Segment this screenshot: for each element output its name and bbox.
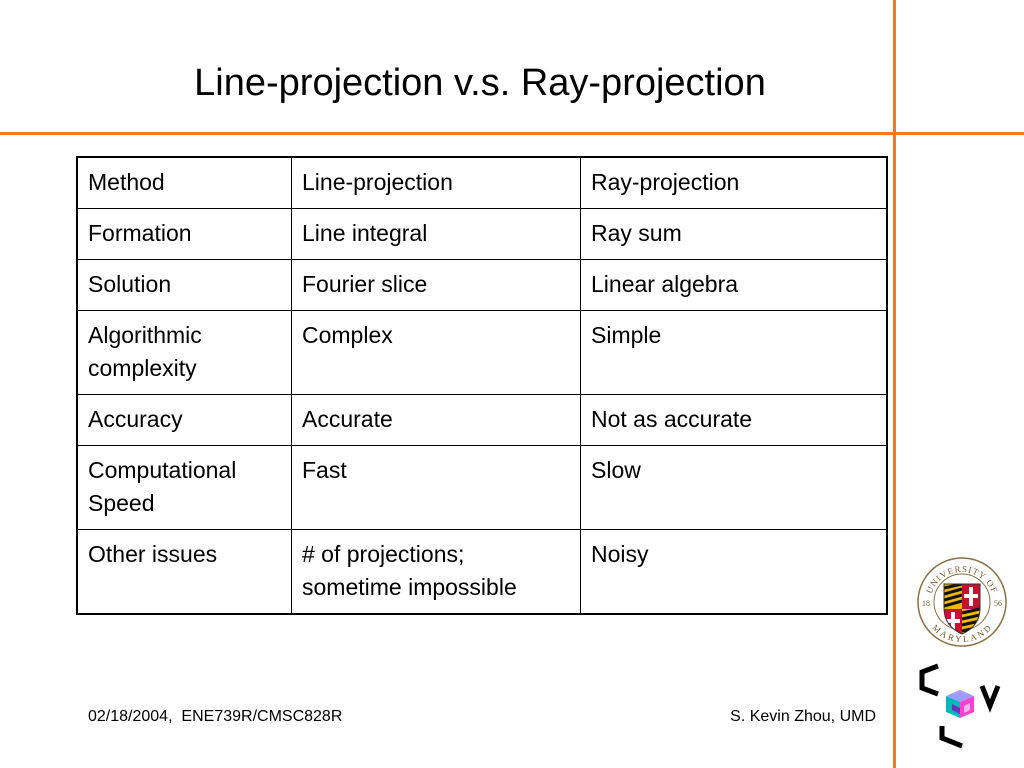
orange-horizontal-rule bbox=[0, 132, 1024, 135]
table-cell: Accurate bbox=[291, 394, 581, 446]
university-of-maryland-seal-icon: UNIVERSITY OF MARYLAND 18 56 bbox=[917, 557, 1007, 647]
table-cell: Formation bbox=[76, 208, 292, 260]
table-cell: Line-projection bbox=[291, 156, 581, 209]
maryland-shield-icon bbox=[944, 584, 980, 634]
table-cell: Simple bbox=[580, 310, 888, 395]
table-cell: Solution bbox=[76, 259, 292, 311]
table-row: Method Line-projection Ray-projection bbox=[76, 156, 888, 209]
table-cell: Accuracy bbox=[76, 394, 292, 446]
table-row: Formation Line integral Ray sum bbox=[76, 208, 888, 260]
cvc-lab-logo-icon bbox=[919, 663, 1001, 749]
table-cell: # of projections; sometime impossible bbox=[291, 529, 581, 615]
cvc-cube-icon bbox=[946, 690, 974, 718]
table-row: Computational Speed Fast Slow bbox=[76, 445, 888, 530]
footer-author: S. Kevin Zhou, UMD bbox=[730, 708, 876, 725]
seal-year-right: 56 bbox=[994, 599, 1002, 608]
table-row: Accuracy Accurate Not as accurate bbox=[76, 394, 888, 446]
table-cell: Computational Speed bbox=[76, 445, 292, 530]
table-cell: Method bbox=[76, 156, 292, 209]
table-cell: Not as accurate bbox=[580, 394, 888, 446]
slide-title: Line-projection v.s. Ray-projection bbox=[194, 62, 766, 104]
table-cell: Complex bbox=[291, 310, 581, 395]
table-cell: Fourier slice bbox=[291, 259, 581, 311]
table-cell: Slow bbox=[580, 445, 888, 530]
footer-date-course: 02/18/2004, ENE739R/CMSC828R bbox=[88, 708, 343, 725]
table-cell: Fast bbox=[291, 445, 581, 530]
table-cell: Ray-projection bbox=[580, 156, 888, 209]
table-cell: Linear algebra bbox=[580, 259, 888, 311]
table-cell: Ray sum bbox=[580, 208, 888, 260]
table-cell: Line integral bbox=[291, 208, 581, 260]
table-row: Algorithmic complexity Complex Simple bbox=[76, 310, 888, 395]
table-row: Solution Fourier slice Linear algebra bbox=[76, 259, 888, 311]
table-cell: Noisy bbox=[580, 529, 888, 615]
seal-year-left: 18 bbox=[922, 599, 930, 608]
table-row: Other issues # of projections; sometime … bbox=[76, 529, 888, 615]
orange-vertical-rule bbox=[893, 0, 896, 768]
table-cell: Algorithmic complexity bbox=[76, 310, 292, 395]
table-cell: Other issues bbox=[76, 529, 292, 615]
comparison-table: Method Line-projection Ray-projection Fo… bbox=[76, 156, 888, 615]
